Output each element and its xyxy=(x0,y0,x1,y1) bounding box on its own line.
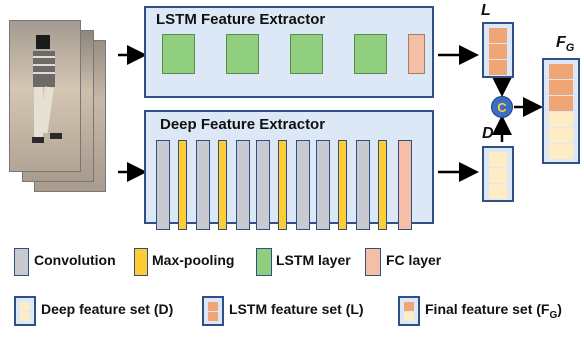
L-cell-3 xyxy=(489,60,507,75)
legend-final-cell-2 xyxy=(404,312,414,321)
legend-lstm-swatch xyxy=(256,248,272,276)
legend-deep-cell-1 xyxy=(20,302,30,311)
legend-deep-set-label: Deep feature set (D) xyxy=(41,301,174,317)
L-cell-2 xyxy=(489,44,507,59)
D-cell-2 xyxy=(489,168,507,183)
lstm-layer-1 xyxy=(162,34,195,74)
legend-deep-cell-2 xyxy=(20,312,30,321)
conv-layer-5 xyxy=(296,140,310,230)
final-feature-set-FG xyxy=(542,58,580,164)
pool-layer-2 xyxy=(218,140,227,230)
legend-lstm-cell-2 xyxy=(208,312,218,321)
pool-layer-5 xyxy=(378,140,387,230)
legend-conv-label: Convolution xyxy=(34,252,116,268)
lstm-layer-3 xyxy=(290,34,323,74)
legend-fc-label: FC layer xyxy=(386,252,442,268)
conv-layer-7 xyxy=(356,140,370,230)
FG-cell-2 xyxy=(549,80,573,95)
conv-layer-3 xyxy=(236,140,250,230)
pool-layer-4 xyxy=(338,140,347,230)
lstm-feature-extractor-box: LSTM Feature Extractor xyxy=(144,6,434,98)
legend-final-set-label: Final feature set (FG) xyxy=(425,301,562,321)
legend-lstm-set-label: LSTM feature set (L) xyxy=(229,301,364,317)
legend-final-cell-1 xyxy=(404,302,414,311)
FG-cell-5 xyxy=(549,128,573,143)
deep-box-title: Deep Feature Extractor xyxy=(160,116,326,133)
fc-layer-lstm xyxy=(408,34,425,74)
FG-label-main: F xyxy=(556,34,566,51)
D-set-label: D xyxy=(482,125,494,142)
pool-layer-1 xyxy=(178,140,187,230)
legend-final-text: Final feature set (F xyxy=(425,301,550,317)
FG-cell-4 xyxy=(549,112,573,127)
walking-person-figure xyxy=(32,35,62,143)
legend-deep-set-swatch xyxy=(14,296,36,326)
lstm-layer-2 xyxy=(226,34,259,74)
legend-conv-swatch xyxy=(14,248,29,276)
conv-layer-2 xyxy=(196,140,210,230)
legend-final-set-swatch xyxy=(398,296,420,326)
L-cell-1 xyxy=(489,28,507,43)
lstm-feature-set-L xyxy=(482,22,514,78)
pool-layer-3 xyxy=(278,140,287,230)
legend-lstm-cell-1 xyxy=(208,302,218,311)
lstm-box-title: LSTM Feature Extractor xyxy=(156,11,326,28)
conv-layer-4 xyxy=(256,140,270,230)
legend-lstm-label: LSTM layer xyxy=(276,252,351,268)
legend-final-close: ) xyxy=(557,301,562,317)
deep-feature-set-D xyxy=(482,146,514,202)
deep-feature-extractor-box: Deep Feature Extractor xyxy=(144,110,434,230)
fc-layer-deep xyxy=(398,140,412,230)
FG-set-label: FG xyxy=(556,34,574,54)
legend-lstm-set-swatch xyxy=(202,296,224,326)
lstm-layer-4 xyxy=(354,34,387,74)
legend-final-sub: G xyxy=(549,309,558,321)
conv-layer-1 xyxy=(156,140,170,230)
conv-layer-6 xyxy=(316,140,330,230)
L-set-label: L xyxy=(481,2,491,19)
legend-fc-swatch xyxy=(365,248,381,276)
FG-label-sub: G xyxy=(565,42,575,55)
FG-cell-3 xyxy=(549,96,573,111)
legend-pool-swatch xyxy=(134,248,148,276)
D-cell-1 xyxy=(489,152,507,167)
concat-node: C xyxy=(491,96,513,118)
FG-cell-6 xyxy=(549,144,573,159)
input-frame-1 xyxy=(9,20,81,172)
legend-pool-label: Max-pooling xyxy=(152,252,235,268)
FG-cell-1 xyxy=(549,64,573,79)
D-cell-3 xyxy=(489,184,507,199)
